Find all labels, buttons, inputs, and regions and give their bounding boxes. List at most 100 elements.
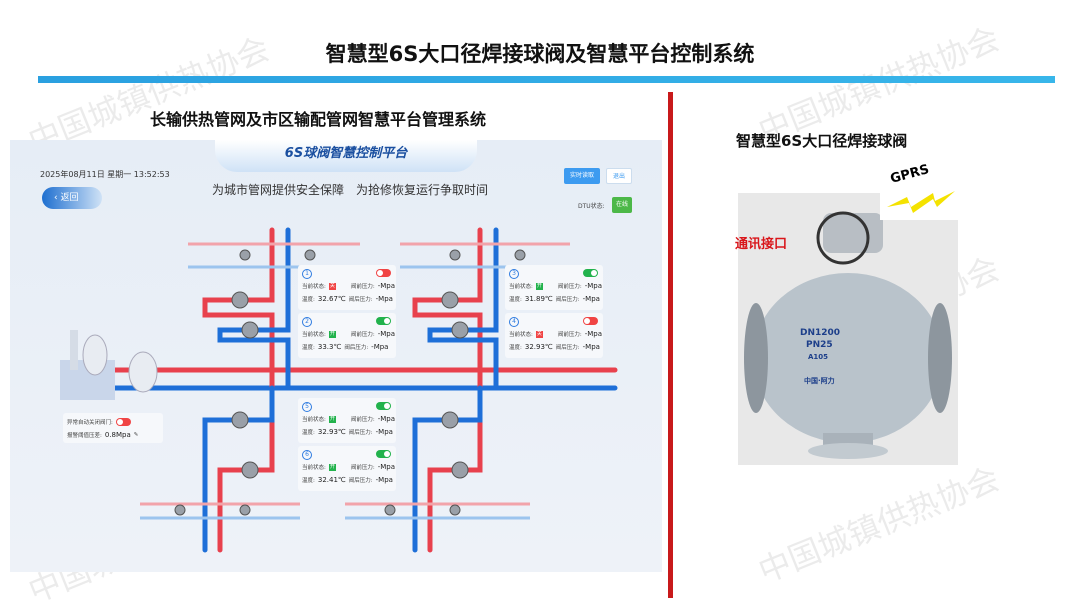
pre-pressure-value: -Mpa: [377, 330, 396, 338]
valve-toggle[interactable]: [583, 317, 598, 325]
state-badge: 开: [328, 330, 336, 338]
signal-bolt-icon: [887, 191, 955, 213]
post-pressure-label: 阀后压力:: [348, 297, 373, 303]
pre-pressure-label: 阀前压力:: [350, 417, 375, 423]
post-pressure-value: -Mpa: [371, 343, 389, 351]
valve-number: 1: [302, 269, 312, 279]
state-label: 当前状态:: [509, 332, 533, 338]
title-underline: [38, 76, 1055, 83]
temp-value: 31.89℃: [524, 295, 553, 303]
state-badge: 开: [535, 282, 543, 290]
comm-interface-label: 通讯接口: [735, 237, 788, 252]
edit-icon[interactable]: ✎: [133, 432, 139, 438]
state-badge: 关: [535, 330, 543, 338]
valve-number: 6: [302, 450, 312, 460]
pre-pressure-value: -Mpa: [377, 463, 396, 471]
temp-value: 33.3℃: [317, 343, 342, 351]
valve-toggle[interactable]: [376, 402, 391, 410]
valve-icons: [174, 249, 526, 516]
temp-label: 温度:: [302, 478, 315, 484]
valve-mark: DN1200: [800, 328, 840, 338]
temp-value: 32.41℃: [317, 476, 346, 484]
gprs-label: GPRS: [888, 162, 931, 187]
valve-number: 5: [302, 402, 312, 412]
valve-number: 2: [302, 317, 312, 327]
valve-toggle[interactable]: [376, 450, 391, 458]
pre-pressure-label: 阀前压力:: [557, 284, 582, 290]
right-title: 智慧型6S大口径焊接球阀: [736, 132, 908, 150]
valve-photo: DN1200 PN25 A105 中国·阿力: [738, 193, 958, 465]
valve-number: 3: [509, 269, 519, 279]
valve-mark: PN25: [806, 340, 833, 350]
gprs-badge: GPRS: [880, 155, 958, 220]
watermark: 中国城镇供热协会: [752, 459, 1005, 591]
post-pressure-value: -Mpa: [582, 343, 600, 351]
temp-label: 温度:: [509, 345, 522, 351]
datetime: 2025年08月11日 星期一 13:52:53: [40, 170, 170, 179]
post-pressure-label: 阀后压力:: [555, 345, 580, 351]
divider: [668, 92, 673, 598]
temp-value: 32.67℃: [317, 295, 346, 303]
slogan: 为城市管网提供安全保障 为抢修恢复运行争取时间: [211, 183, 488, 197]
temp-label: 温度:: [509, 297, 522, 303]
temp-label: 温度:: [302, 297, 315, 303]
state-label: 当前状态:: [302, 465, 326, 471]
pre-pressure-label: 阀前压力:: [350, 332, 375, 338]
valve-number: 4: [509, 317, 519, 327]
exit-button[interactable]: 退出: [606, 168, 632, 184]
dtu-label: DTU状态:: [578, 203, 605, 210]
state-badge: 开: [328, 463, 336, 471]
auto-close-toggle[interactable]: [115, 418, 131, 426]
pre-pressure-label: 阀前压力:: [557, 332, 582, 338]
post-pressure-label: 阀后压力:: [348, 430, 373, 436]
valve-mark: A105: [808, 353, 828, 361]
post-pressure-label: 阀后压力:: [344, 345, 369, 351]
post-pressure-value: -Mpa: [582, 295, 600, 303]
pre-pressure-label: 阀前压力:: [350, 465, 375, 471]
heat-plant-icon: [60, 330, 158, 400]
post-pressure-label: 阀后压力:: [348, 478, 373, 484]
valve-toggle[interactable]: [376, 269, 391, 277]
post-pressure-value: -Mpa: [375, 428, 393, 436]
pre-pressure-value: -Mpa: [377, 282, 396, 290]
page-title: 智慧型6S大口径焊接球阀及智慧平台控制系统: [325, 42, 755, 66]
dtu-status-badge: 在线: [612, 197, 632, 213]
alarm-label: 报警阈值压差:: [67, 433, 102, 439]
state-label: 当前状态:: [302, 417, 326, 423]
pre-pressure-value: -Mpa: [584, 330, 603, 338]
state-label: 当前状态:: [509, 284, 533, 290]
pre-pressure-value: -Mpa: [584, 282, 603, 290]
post-pressure-label: 阀后压力:: [555, 297, 580, 303]
valve-toggle[interactable]: [376, 317, 391, 325]
platform-header: 6S球阀智慧控制平台: [215, 140, 477, 172]
alarm-value: 0.8Mpa: [104, 431, 131, 439]
post-pressure-value: -Mpa: [375, 295, 393, 303]
auto-close-label: 异常自动关闭阀门:: [67, 420, 113, 426]
state-badge: 关: [328, 282, 336, 290]
ball-valve-image: DN1200 PN25 A105 中国·阿力: [744, 211, 952, 459]
pre-pressure-value: -Mpa: [377, 415, 396, 423]
alarm-settings-panel: 异常自动关闭阀门: 报警阈值压差:0.8Mpa✎: [63, 413, 163, 443]
temp-label: 温度:: [302, 430, 315, 436]
state-badge: 开: [328, 415, 336, 423]
realtime-button[interactable]: 实时读取: [564, 168, 600, 184]
valve-mark: 中国·阿力: [804, 376, 835, 385]
back-label: 返回: [60, 193, 79, 203]
temp-label: 温度:: [302, 345, 315, 351]
temp-value: 32.93℃: [524, 343, 553, 351]
back-button[interactable]: ‹ 返回: [42, 187, 102, 209]
state-label: 当前状态:: [302, 284, 326, 290]
valve-toggle[interactable]: [583, 269, 598, 277]
pre-pressure-label: 阀前压力:: [350, 284, 375, 290]
post-pressure-value: -Mpa: [375, 476, 393, 484]
state-label: 当前状态:: [302, 332, 326, 338]
platform-screenshot: 6S球阀智慧控制平台 2025年08月11日 星期一 13:52:53 ‹ 返回…: [10, 140, 662, 572]
left-subtitle: 长输供热管网及市区输配管网智慧平台管理系统: [150, 110, 487, 129]
temp-value: 32.93℃: [317, 428, 346, 436]
